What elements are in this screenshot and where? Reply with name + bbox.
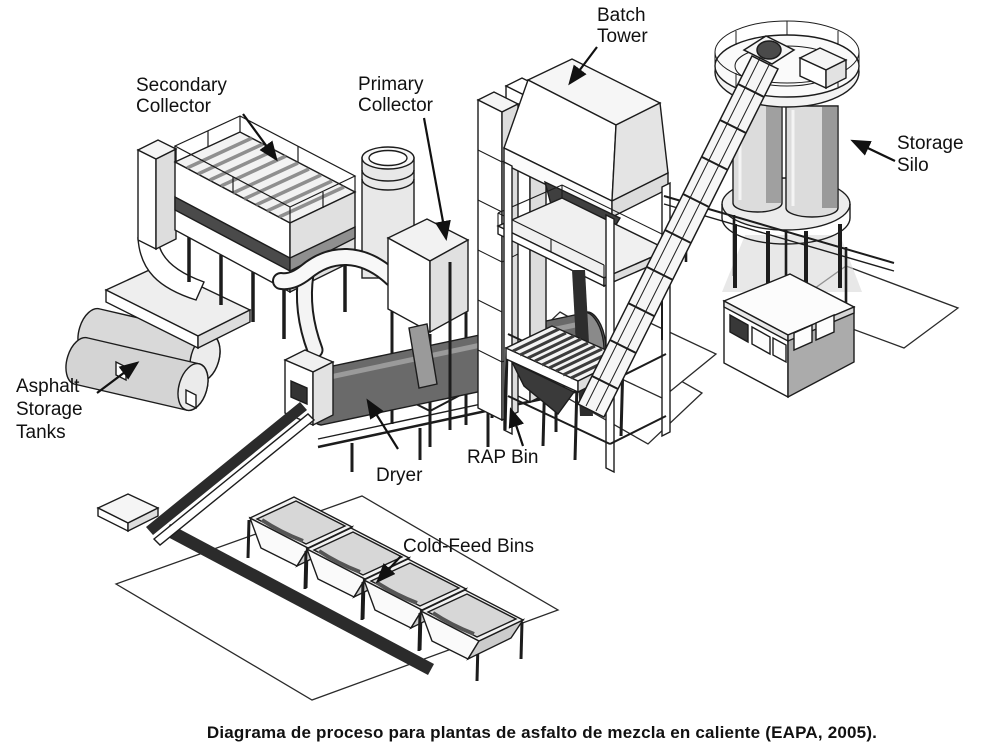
batch-tower-drawing (476, 58, 671, 474)
conveyor-tail-pedestal (96, 493, 160, 533)
rap-hopper-dark (510, 360, 576, 416)
figure-caption: Diagrama de proceso para plantas de asfa… (207, 723, 877, 742)
arrow-asphalt-tanks (96, 361, 140, 394)
arrow-storage-silo (850, 139, 896, 162)
exhaust-ducts (272, 248, 401, 359)
arrow-batch-tower (568, 46, 598, 86)
drum-collar (408, 323, 438, 389)
label-dryer: Dryer (376, 465, 423, 486)
arrow-primary-collector (422, 117, 451, 241)
label-rap-bin: RAP Bin (467, 447, 538, 468)
incline-conveyor-truss (152, 413, 316, 546)
callout-arrows (96, 46, 896, 584)
exhaust-stack (104, 139, 252, 350)
labels: Secondary Collector Primary Collector Ba… (16, 5, 969, 557)
incline-conveyor (146, 402, 307, 535)
label-cold-feed-bins: Cold-Feed Bins (403, 536, 534, 557)
silo-shadow (722, 235, 862, 292)
label-primary-collector: Primary Collector (358, 74, 434, 116)
collector-railing (173, 115, 357, 223)
label-storage-silo: Storage Silo (897, 133, 969, 176)
collector-legs (187, 237, 347, 339)
arrow-rap-bin (508, 407, 525, 447)
label-secondary-collector: Secondary Collector (136, 75, 232, 117)
collecting-conveyor (164, 524, 434, 675)
label-batch-tower: Batch Tower (597, 5, 651, 47)
cold-feed-bin (417, 589, 525, 682)
house-windows (729, 313, 835, 364)
control-house-drawing (722, 273, 856, 399)
arrow-secondary-collector (242, 113, 278, 162)
bucket-elevator-drawing (576, 35, 796, 419)
tower-head (503, 58, 669, 219)
burner-opening (290, 379, 308, 406)
secondary-collector-drawing (104, 115, 357, 350)
arrow-cold-feed-bins (375, 555, 402, 584)
elevator-pulley (756, 40, 782, 60)
primary-collector-drawing (272, 146, 470, 447)
label-asphalt-storage-tanks: Asphalt Storage Tanks (16, 376, 88, 443)
arrow-dryer (366, 398, 399, 450)
